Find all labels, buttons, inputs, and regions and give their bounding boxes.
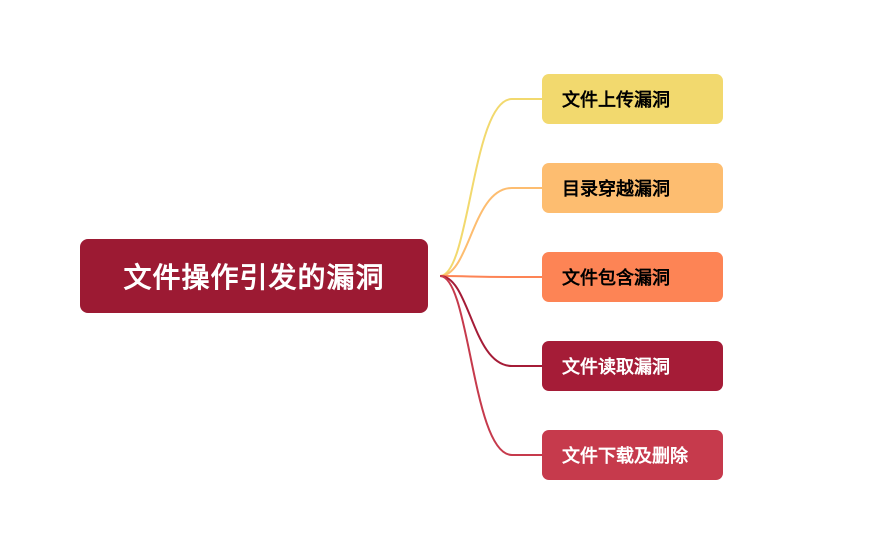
root-node-label: 文件操作引发的漏洞 — [123, 261, 385, 294]
root-node[interactable]: 文件操作引发的漏洞 — [80, 239, 428, 313]
child-node-file-download-delete[interactable]: 文件下载及删除 — [542, 430, 723, 480]
connector-line-file-upload — [439, 98, 542, 277]
child-node-label: 目录穿越漏洞 — [562, 179, 670, 200]
child-node-directory-traversal[interactable]: 目录穿越漏洞 — [542, 163, 723, 213]
child-node-label: 文件上传漏洞 — [562, 90, 670, 111]
child-node-file-upload[interactable]: 文件上传漏洞 — [542, 74, 723, 124]
child-node-file-inclusion[interactable]: 文件包含漏洞 — [542, 252, 723, 302]
connector-line-file-download-delete — [439, 275, 542, 456]
connector-line-file-read — [439, 275, 542, 367]
child-node-label: 文件下载及删除 — [562, 446, 688, 467]
child-node-label: 文件包含漏洞 — [562, 268, 670, 289]
child-node-label: 文件读取漏洞 — [562, 357, 670, 378]
child-node-file-read[interactable]: 文件读取漏洞 — [542, 341, 723, 391]
connector-line-directory-traversal — [439, 187, 542, 277]
connector-line-file-inclusion — [439, 275, 542, 278]
